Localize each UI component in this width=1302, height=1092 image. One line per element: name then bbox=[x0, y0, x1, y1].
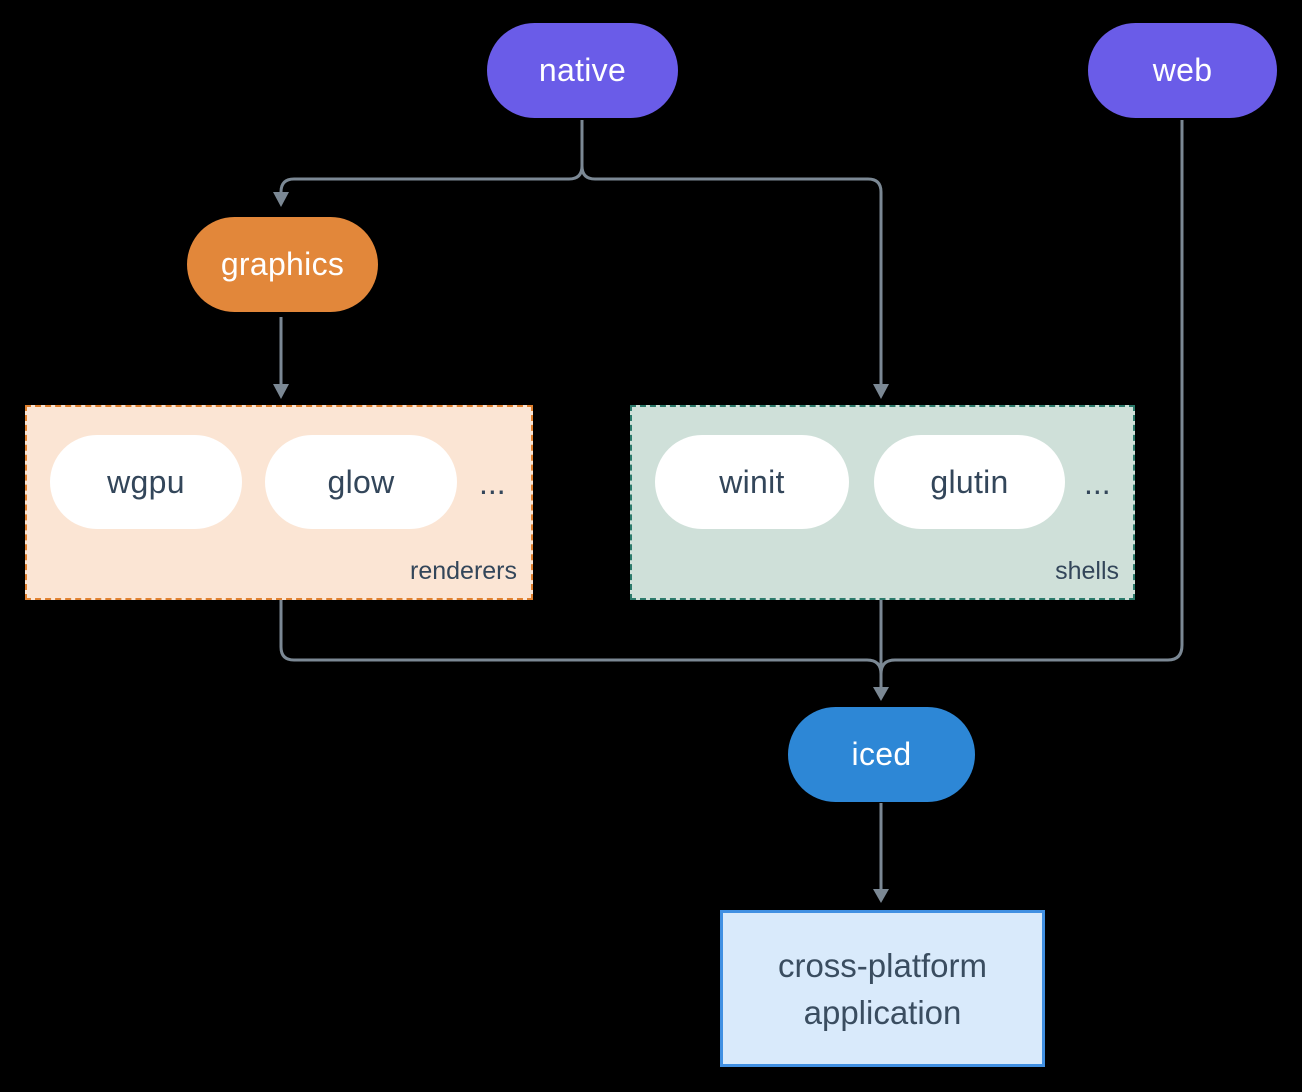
node-graphics: graphics bbox=[187, 217, 378, 312]
node-iced-label: iced bbox=[851, 736, 912, 772]
node-native: native bbox=[487, 23, 678, 118]
node-glutin: glutin bbox=[874, 435, 1065, 529]
node-winit-label: winit bbox=[719, 463, 785, 500]
arrowhead-iced bbox=[873, 687, 889, 701]
arrowhead-renderers bbox=[273, 384, 289, 399]
renderers-group-label: renderers bbox=[410, 557, 517, 585]
node-glow-label: glow bbox=[327, 463, 395, 500]
node-wgpu-label: wgpu bbox=[107, 463, 185, 500]
node-web: web bbox=[1088, 23, 1277, 118]
group-shells: winit glutin ... shells bbox=[630, 405, 1135, 600]
node-glutin-label: glutin bbox=[930, 463, 1009, 500]
shells-ellipsis: ... bbox=[1084, 465, 1111, 501]
app-label-line1: cross-platform bbox=[777, 946, 988, 984]
node-cross-platform-application: cross-platform application bbox=[720, 910, 1045, 1067]
edge-native-shells bbox=[580, 120, 883, 384]
node-glow: glow bbox=[265, 435, 457, 529]
node-winit: winit bbox=[655, 435, 849, 529]
node-graphics-label: graphics bbox=[220, 246, 345, 282]
app-label-line2: application bbox=[803, 993, 962, 1031]
arrowhead-app bbox=[873, 889, 889, 903]
edge-native-graphics bbox=[279, 120, 584, 193]
renderers-ellipsis: ... bbox=[479, 465, 506, 501]
arrowhead-shells bbox=[873, 384, 889, 399]
edge-renderers-merge bbox=[279, 600, 883, 675]
node-native-label: native bbox=[538, 52, 627, 88]
arrowhead-graphics bbox=[273, 192, 289, 207]
node-wgpu: wgpu bbox=[50, 435, 242, 529]
node-web-label: web bbox=[1152, 52, 1213, 88]
group-renderers: wgpu glow ... renderers bbox=[25, 405, 533, 600]
shells-group-label: shells bbox=[1055, 557, 1119, 585]
node-iced: iced bbox=[788, 707, 975, 802]
